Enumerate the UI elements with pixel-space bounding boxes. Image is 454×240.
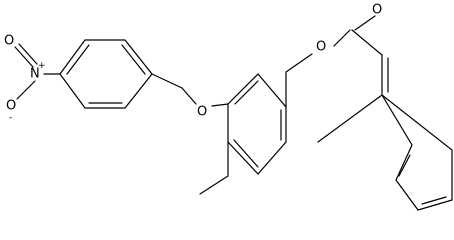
pyranone-ring [285,15,389,143]
bond-n-o-top-a [14,46,34,68]
atom-nitro-n: N [30,67,40,82]
atom-nitro-o-bottom: O [6,99,16,114]
benzo-inner-bond-3 [233,139,259,168]
bond-c2-o [354,15,376,31]
benzyloxy-linker: O [151,73,229,120]
bond-c8a-o1-b [285,53,313,73]
nitrophenyl-ring-outline [59,39,153,109]
atom-nitro-o-top: O [4,34,14,49]
nitrophenyl-inner-bond-2 [121,44,146,75]
bond-c2-c3 [351,29,383,56]
phenyl-inner-bond-1 [398,154,411,177]
atom-ether-o: O [197,105,207,120]
phenyl-inner-bond-2 [421,196,447,205]
bond-o1-c2 [333,29,351,47]
nitrophenyl-inner-bond-1 [66,44,90,75]
benzo-ring-outline [227,73,287,175]
benzo-inner-bond-1 [234,80,259,105]
nitro-group: N + O O - [4,34,61,123]
phenyl-ring-outline [381,94,453,211]
charge-nitro-n: + [38,61,46,71]
phenyl-ring [381,94,453,211]
coumarin-benzo-ring [227,73,287,175]
charge-nitro-o-bottom: - [9,113,12,123]
nitrophenyl-ring [59,39,153,109]
bond-o-c7 [211,103,229,107]
bond-n-o-bottom [16,80,36,100]
bond-ch2-ch3 [199,175,229,195]
bond-n-o-top-b [18,43,38,65]
bond-ring-ch2 [151,73,183,89]
bond-ch2-o [181,87,197,105]
bond-c4-c4a [317,94,383,143]
ethyl-group [199,141,229,195]
chemical-structure-diagram: N + O O - O [4,3,453,211]
atom-ring-o: O [316,40,326,55]
atom-carbonyl-o: O [372,3,382,18]
